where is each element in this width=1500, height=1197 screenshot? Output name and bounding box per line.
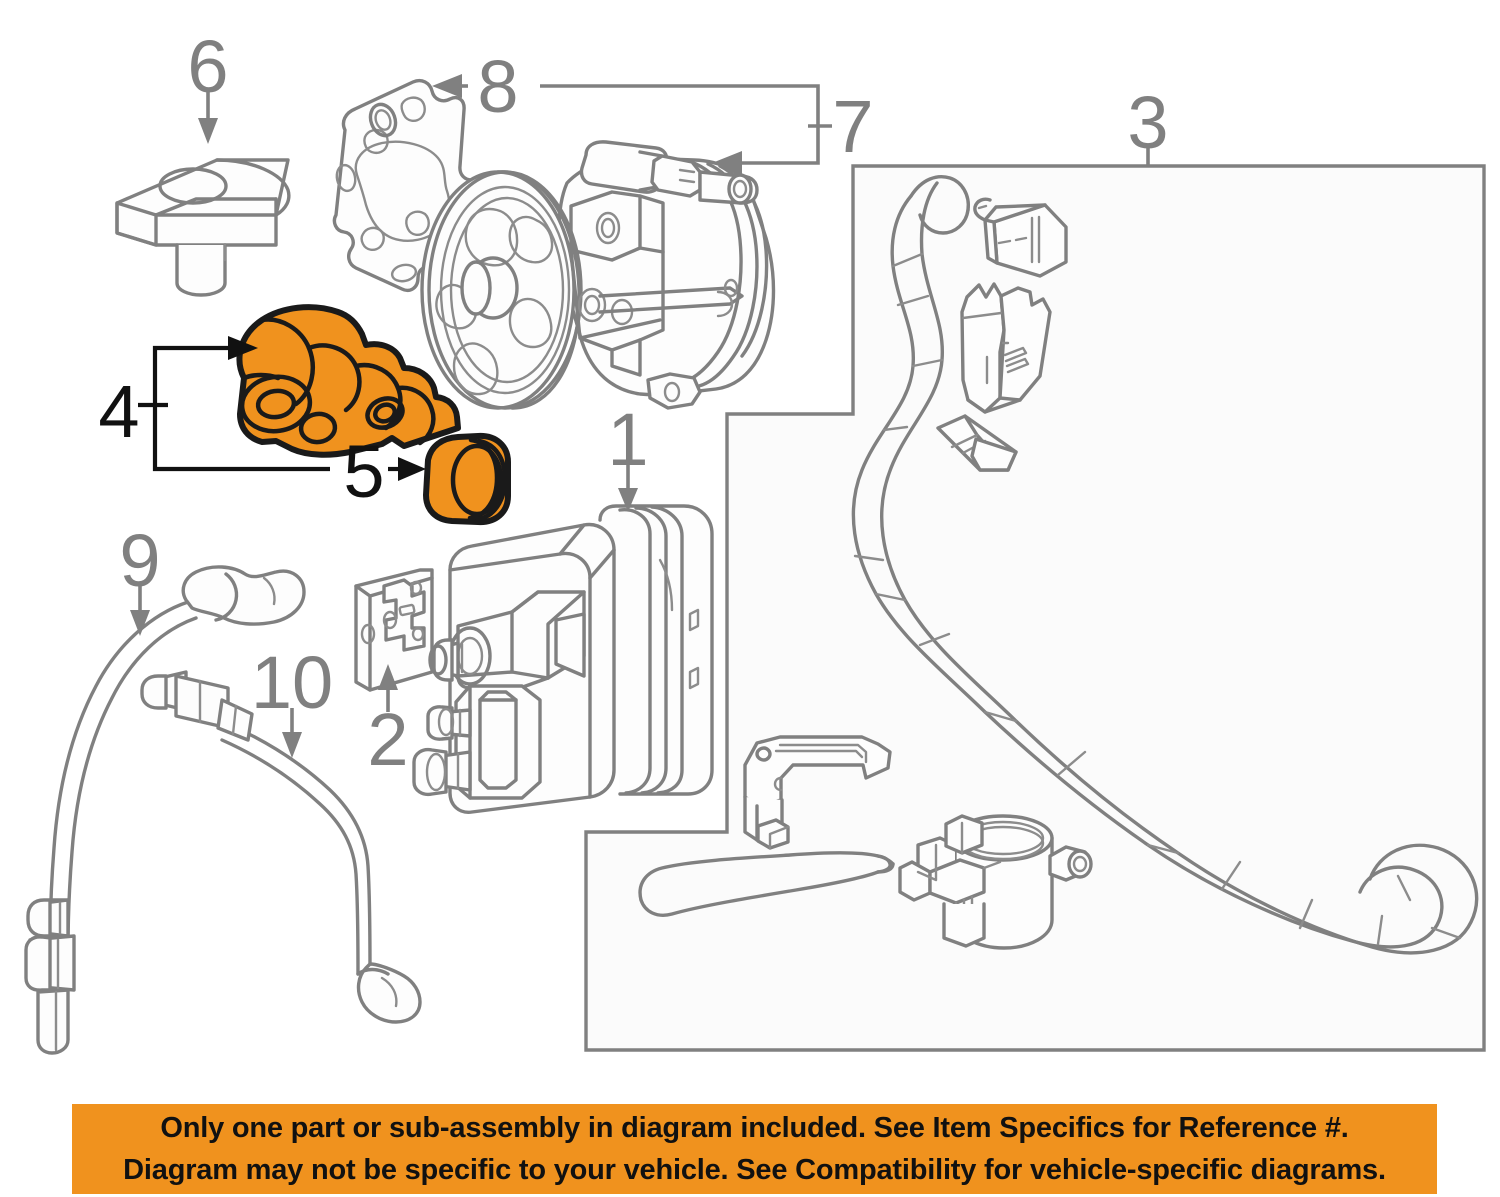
callout-number-4: 4 bbox=[98, 370, 139, 453]
part-3-vapor-line-assembly-box bbox=[584, 164, 1486, 1052]
part-3-mounting-bracket bbox=[743, 735, 892, 850]
callout-number-3: 3 bbox=[1127, 81, 1168, 164]
disclaimer-line-1: Only one part or sub-assembly in diagram… bbox=[160, 1112, 1349, 1144]
callout-number-6: 6 bbox=[187, 25, 228, 108]
callout-number-9: 9 bbox=[119, 519, 160, 602]
part-4-vacuum-pump-valve-highlighted bbox=[236, 304, 461, 458]
part-3-short-hose bbox=[638, 851, 895, 917]
leader-5 bbox=[388, 457, 426, 481]
callout-number-10: 10 bbox=[251, 641, 333, 724]
leader-10 bbox=[282, 708, 302, 758]
leader-9 bbox=[130, 586, 150, 636]
leader-4-bracket bbox=[138, 336, 330, 472]
part-1-vapor-canister bbox=[412, 504, 714, 814]
part-7-vacuum-pump-assembly bbox=[420, 140, 776, 410]
part-3-retainer-clip bbox=[960, 282, 1052, 414]
part-3-vapor-hose-long bbox=[851, 175, 1479, 955]
part-3-connector-block bbox=[973, 197, 1068, 278]
callout-number-2: 2 bbox=[367, 698, 408, 781]
disclaimer-banner: Only one part or sub-assembly in diagram… bbox=[72, 1104, 1437, 1194]
leader-6 bbox=[198, 92, 218, 144]
part-3-purge-valve bbox=[898, 814, 1093, 950]
disclaimer-line-2: Diagram may not be specific to your vehi… bbox=[123, 1154, 1386, 1186]
callout-number-8: 8 bbox=[477, 45, 518, 128]
part-5-valve-cap-highlighted bbox=[423, 432, 511, 526]
leader-2 bbox=[378, 664, 398, 712]
callout-number-7: 7 bbox=[832, 85, 873, 168]
part-10-oxygen-sensor-downstream bbox=[140, 670, 422, 1024]
part-9-oxygen-sensor-upstream bbox=[24, 565, 306, 1055]
leader-1 bbox=[618, 465, 638, 512]
part-6-pressure-sensor bbox=[115, 158, 291, 297]
callout-number-1: 1 bbox=[607, 398, 648, 481]
part-2-canister-bracket bbox=[354, 568, 434, 692]
callout-number-5: 5 bbox=[343, 430, 384, 513]
leader-7-bracket bbox=[432, 74, 832, 175]
part-3-small-connector bbox=[936, 414, 1018, 472]
